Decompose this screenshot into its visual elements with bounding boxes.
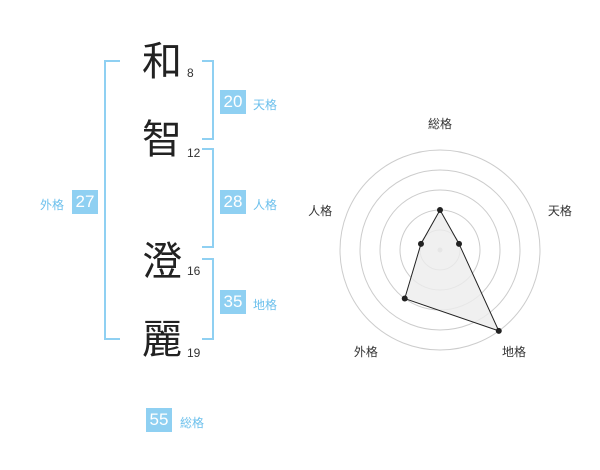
jinkaku-value: 28 xyxy=(220,190,246,214)
radar-axis-label: 人格 xyxy=(308,203,332,218)
radar-ring xyxy=(339,149,541,351)
chikaku-bracket xyxy=(202,258,214,340)
name-char-3: 澄 xyxy=(142,239,182,285)
radar-axis-label: 地格 xyxy=(502,344,526,359)
radar-point xyxy=(495,327,502,334)
radar-point xyxy=(417,240,424,247)
gaikaku-value: 27 xyxy=(72,190,98,214)
name-char-4: 麗 xyxy=(142,317,182,363)
radar-points xyxy=(401,207,502,334)
stroke-count-4: 19 xyxy=(187,346,201,360)
radar-point xyxy=(456,240,463,247)
radar-axis-label: 外格 xyxy=(354,344,378,359)
jinkaku-bracket xyxy=(202,148,214,248)
name-char-1: 和 xyxy=(142,39,182,85)
soukaku-label: 総格 xyxy=(180,416,205,430)
radar-polygon xyxy=(404,208,500,332)
tenkaku-label: 天格 xyxy=(253,98,278,112)
tenkaku-value: 20 xyxy=(220,90,246,114)
stroke-count-3: 16 xyxy=(187,264,201,278)
radar-point xyxy=(437,207,443,213)
stroke-count-1: 8 xyxy=(187,66,194,80)
tenkaku-bracket xyxy=(202,60,214,140)
soukaku-value: 55 xyxy=(146,408,172,432)
jinkaku-label: 人格 xyxy=(253,198,278,212)
radar-axis-label: 天格 xyxy=(548,203,572,218)
radar-ring xyxy=(359,169,521,331)
stroke-count-2: 12 xyxy=(187,146,201,160)
radar-axis-label: 総格 xyxy=(428,116,452,131)
name-char-2: 智 xyxy=(142,117,182,163)
gaikaku-bracket xyxy=(104,60,120,340)
chikaku-label: 地格 xyxy=(253,298,278,312)
chikaku-value: 35 xyxy=(220,290,246,314)
gaikaku-label: 外格 xyxy=(40,198,65,212)
radar-point xyxy=(401,295,408,302)
